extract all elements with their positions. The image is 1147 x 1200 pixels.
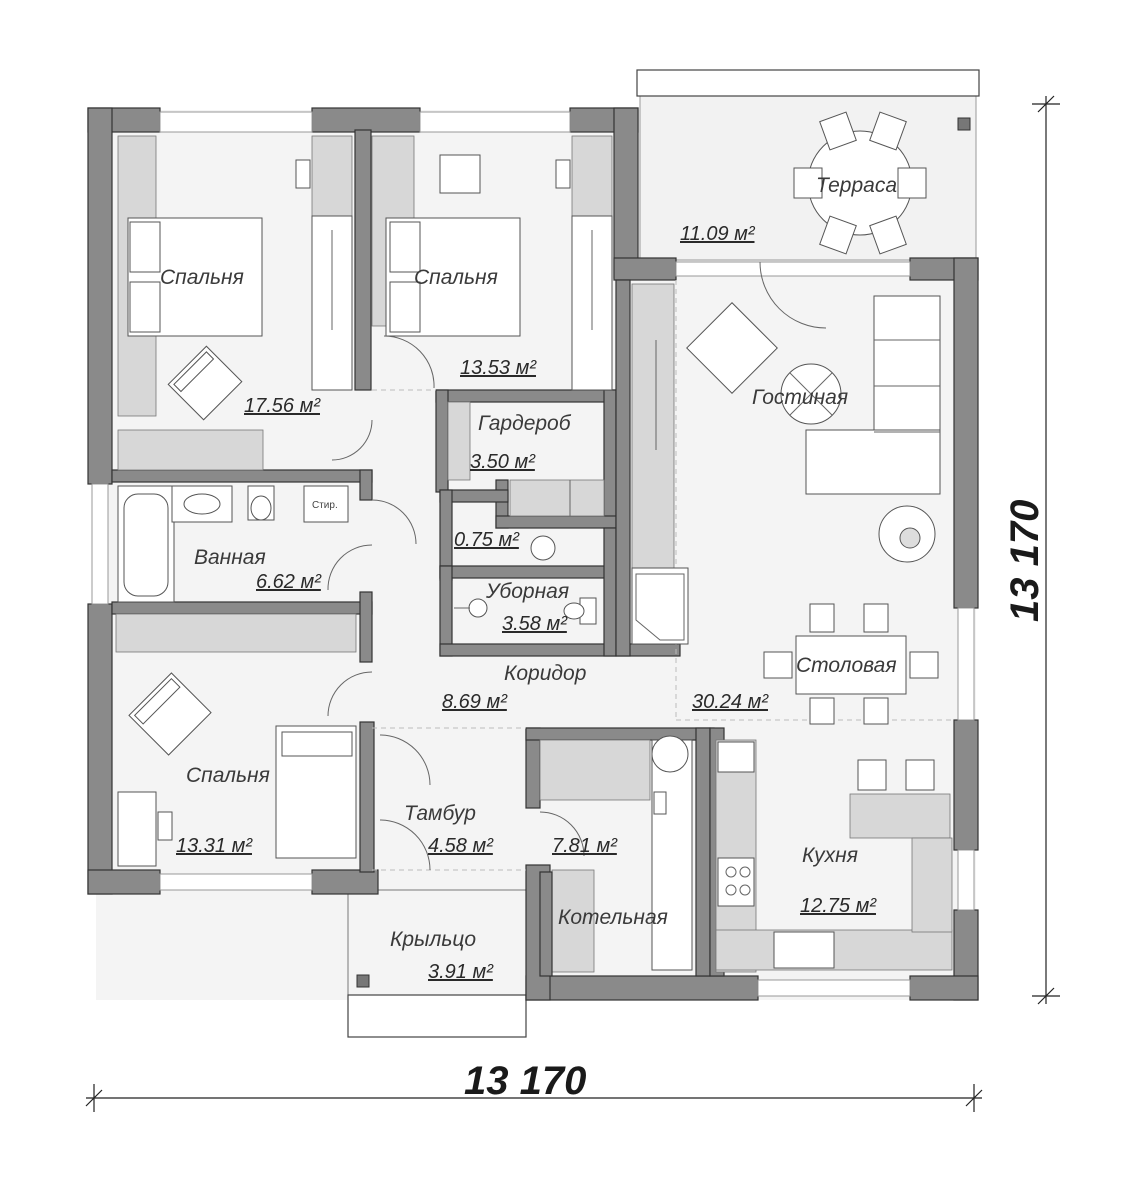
window-strips bbox=[91, 111, 975, 997]
porch-step bbox=[347, 994, 527, 1038]
porch-column bbox=[356, 974, 370, 988]
bedroom3-furniture bbox=[115, 613, 357, 867]
corridor-area: 8.69 м² bbox=[442, 691, 508, 713]
terrace-area: 11.09 м² bbox=[680, 223, 756, 245]
terrace-name: Терраса bbox=[816, 174, 897, 197]
door-swings bbox=[327, 261, 827, 871]
toilet-fixtures bbox=[454, 535, 597, 625]
dining-furniture bbox=[763, 603, 939, 725]
width-label: 13 170 bbox=[464, 1059, 586, 1103]
outer-walls bbox=[87, 107, 979, 1001]
porch-area: 3.91 м² bbox=[428, 961, 494, 983]
wardrobe-name: Гардероб bbox=[478, 412, 572, 435]
bedroom2-furniture bbox=[371, 135, 613, 391]
porch-floor bbox=[347, 889, 527, 996]
boiler-name: Котельная bbox=[558, 906, 668, 929]
vestibule-area: 4.58 м² bbox=[428, 835, 494, 857]
bedroom3-area: 13.31 м² bbox=[176, 835, 253, 857]
bedroom1-furniture bbox=[117, 135, 353, 471]
bedroom2-name: Спальня bbox=[414, 266, 498, 289]
living-name: Гостиная bbox=[752, 386, 848, 409]
interior-walls bbox=[111, 129, 725, 977]
vestibule-name: Тамбур bbox=[404, 802, 476, 825]
wardrobe-area: 3.50 м² bbox=[470, 451, 536, 473]
terrace-roof-edge bbox=[636, 69, 980, 97]
bedroom3-name: Спальня bbox=[186, 764, 270, 787]
height-label: 13 170 bbox=[1003, 500, 1047, 622]
kitchen-name: Кухня bbox=[802, 844, 858, 867]
bedroom1-area: 17.56 м² bbox=[244, 395, 321, 417]
bathroom-name: Ванная bbox=[194, 546, 266, 569]
room-labels: Спальня 17.56 м² Спальня 13.53 м² Гардер… bbox=[160, 174, 897, 983]
bedroom1-name: Спальня bbox=[160, 266, 244, 289]
living-area: 30.24 м² bbox=[692, 691, 769, 713]
wardrobe-shelves bbox=[447, 401, 605, 517]
toilet-name: Уборная bbox=[485, 580, 569, 603]
boiler-area: 7.81 м² bbox=[552, 835, 618, 857]
dining-name: Столовая bbox=[796, 654, 897, 677]
kitchen-area: 12.75 м² bbox=[800, 895, 877, 917]
corridor-name: Коридор bbox=[504, 662, 586, 685]
living-furniture bbox=[631, 283, 941, 645]
terrace-table bbox=[793, 111, 971, 255]
boiler-furniture bbox=[539, 735, 693, 977]
width-dimension: 13 170 bbox=[85, 1059, 983, 1112]
closet-area: 0.75 м² bbox=[454, 529, 520, 551]
toilet-area: 3.58 м² bbox=[502, 613, 568, 635]
bathroom-area: 6.62 м² bbox=[256, 571, 322, 593]
bedroom2-area: 13.53 м² bbox=[460, 357, 537, 379]
porch-name: Крыльцо bbox=[390, 928, 476, 951]
kitchen-furniture bbox=[715, 739, 953, 973]
bathroom-fixtures: Стир. bbox=[117, 485, 349, 603]
washer-label: Стир. bbox=[312, 500, 338, 511]
height-dimension: 13 170 bbox=[1003, 95, 1060, 1005]
